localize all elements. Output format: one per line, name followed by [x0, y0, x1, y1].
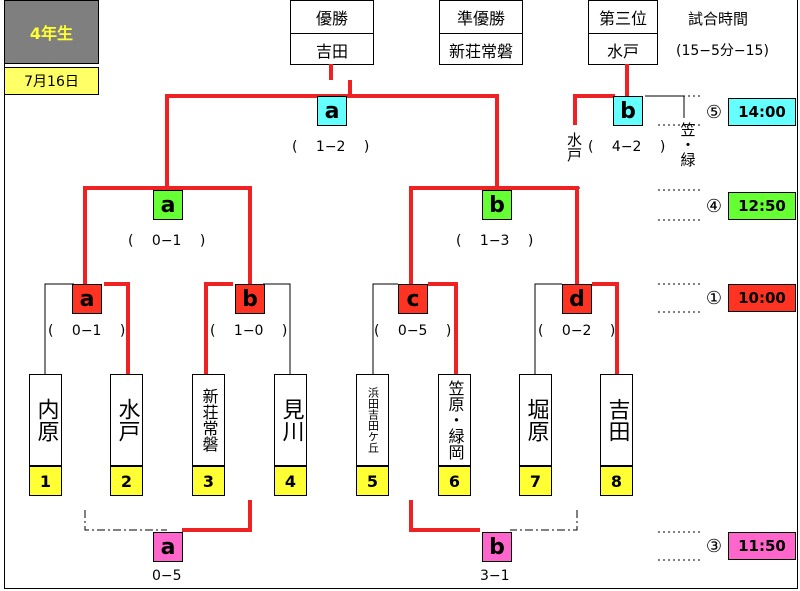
team-2-number: 2 [110, 466, 143, 496]
winner-box: 優勝 吉田 [290, 0, 374, 65]
consolation-b-score: 3−1 [480, 568, 510, 584]
time-row-5: ⑤ 14:00 [700, 98, 796, 126]
time-row-4: ④ 12:50 [700, 192, 796, 220]
time-row-4-circle: ④ [705, 195, 723, 217]
time-row-5-circle: ⑤ [705, 101, 723, 123]
r1-a-score: ( 0−1 ) [48, 323, 126, 339]
time-row-1: ① 10:00 [700, 284, 796, 312]
consolation-a-score: 0−5 [152, 568, 182, 584]
third-place-right-team: 笠・緑 [678, 122, 697, 167]
winner-label: 優勝 [291, 1, 373, 34]
schedule-title: 試合時間 [688, 10, 749, 28]
final-score: ( 1−2 ) [292, 139, 370, 155]
final-match-box: a [317, 96, 347, 126]
grade-label: 4年生 [4, 0, 99, 64]
team-8-name: 吉田 [600, 374, 633, 466]
runner-up-box: 準優勝 新荘常磐 [439, 0, 523, 65]
third-place-team: 水戸 [606, 42, 639, 61]
r1-c-score: ( 0−5 ) [374, 323, 452, 339]
third-place-box: 第三位 水戸 [588, 0, 658, 65]
team-2-name: 水戸 [110, 374, 143, 466]
team-1-name: 内原 [29, 374, 62, 466]
team-7-number: 7 [519, 466, 552, 496]
time-row-1-circle: ① [705, 287, 723, 309]
consolation-b-match-box: b [482, 532, 512, 562]
time-row-3-time: 11:50 [728, 532, 796, 560]
team-3-name: 新荘常磐 [192, 374, 225, 466]
runner-up-label: 準優勝 [440, 1, 522, 34]
runner-up-team: 新荘常磐 [448, 42, 513, 61]
time-row-5-time: 14:00 [728, 98, 796, 126]
team-4-name: 見川 [274, 374, 307, 466]
r1-a-match-box: a [72, 284, 102, 314]
third-place-left-team: 水戸 [565, 132, 583, 162]
date-label: 7月16日 [4, 67, 99, 95]
team-6-name: 笠原・緑岡 [438, 374, 471, 466]
semi-b-match-box: b [482, 190, 512, 220]
time-row-1-time: 10:00 [728, 284, 796, 312]
team-5-number: 5 [356, 466, 389, 496]
r1-d-match-box: d [562, 284, 592, 314]
semi-a-match-box: a [153, 190, 183, 220]
r1-b-score: ( 1−0 ) [210, 323, 288, 339]
team-6-number: 6 [438, 466, 471, 496]
team-4-number: 4 [274, 466, 307, 496]
winner-team: 吉田 [315, 42, 348, 61]
page-frame [4, 0, 798, 589]
r1-c-match-box: c [398, 284, 428, 314]
third-place-score: ( 4−2 ) [588, 139, 666, 155]
team-3-number: 3 [192, 466, 225, 496]
consolation-a-match-box: a [153, 532, 183, 562]
team-7-name: 堀原 [519, 374, 552, 466]
r1-d-score: ( 0−2 ) [538, 323, 616, 339]
third-place-label: 第三位 [589, 1, 657, 34]
third-place-match-box: b [613, 96, 643, 126]
time-row-3-circle: ③ [705, 535, 723, 557]
semi-a-score: ( 0−1 ) [128, 233, 206, 249]
team-1-number: 1 [29, 466, 62, 496]
time-row-4-time: 12:50 [728, 192, 796, 220]
semi-b-score: ( 1−3 ) [456, 233, 534, 249]
r1-b-match-box: b [235, 284, 265, 314]
time-row-3: ③ 11:50 [700, 532, 796, 560]
schedule-format: (15−5分−15) [676, 43, 769, 59]
team-5-name: 浜田吉田ケ丘 [356, 374, 389, 466]
team-8-number: 8 [600, 466, 633, 496]
